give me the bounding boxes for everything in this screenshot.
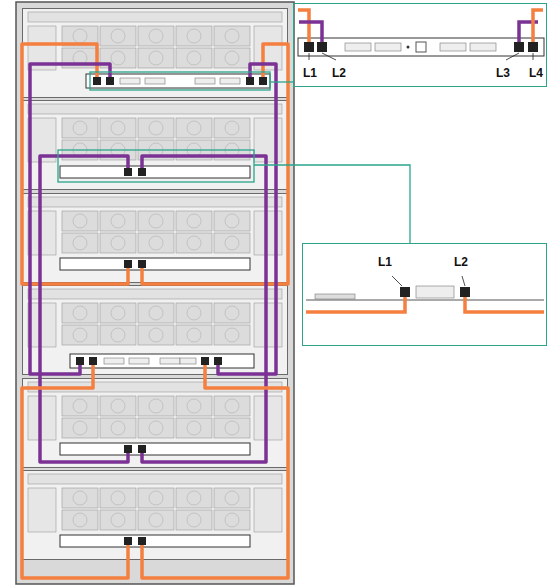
callout-leaders bbox=[58, 72, 410, 243]
port-label: L3 bbox=[495, 66, 511, 80]
chassis bbox=[23, 379, 288, 468]
port-label: L1 bbox=[302, 66, 318, 80]
module-bars bbox=[60, 74, 270, 547]
port-label: L2 bbox=[453, 255, 469, 269]
chassis bbox=[23, 9, 288, 98]
chassis bbox=[23, 471, 288, 560]
callout-box: L1 L2 bbox=[302, 243, 547, 346]
port-label: L1 bbox=[377, 255, 393, 269]
callout-module-detail bbox=[306, 276, 544, 312]
port-label: L2 bbox=[331, 66, 347, 80]
port-label: L4 bbox=[528, 66, 544, 80]
ports bbox=[76, 77, 267, 545]
cables bbox=[22, 44, 288, 578]
rack-frame bbox=[16, 2, 294, 584]
callout-module-detail bbox=[298, 10, 544, 60]
port-blocks bbox=[104, 78, 240, 364]
chassis bbox=[23, 286, 288, 375]
callout-box: L1 L2 L3 L4 bbox=[293, 3, 547, 87]
chassis bbox=[23, 194, 288, 283]
chassis bbox=[23, 101, 288, 190]
